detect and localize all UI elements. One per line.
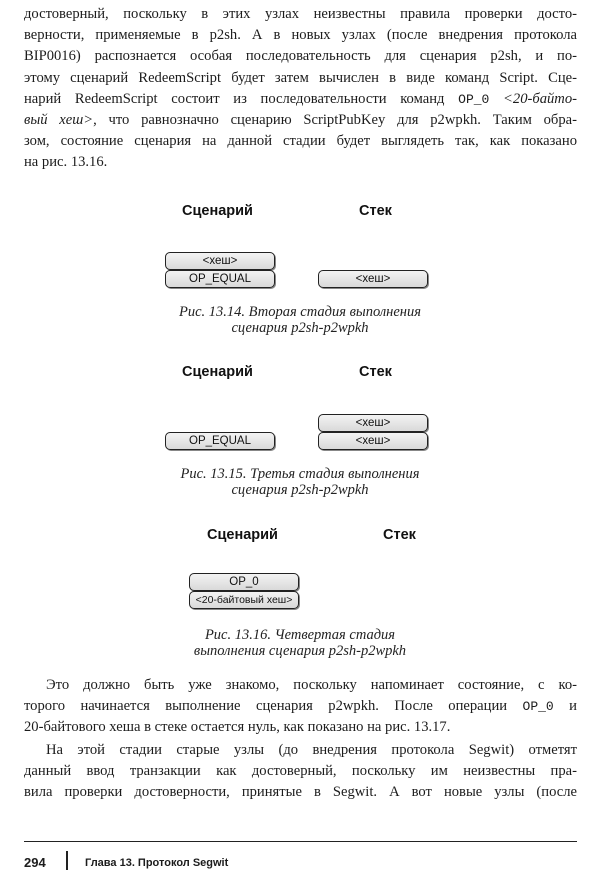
script-item: OP_EQUAL <box>165 432 275 450</box>
stack-header: Стек <box>359 203 392 219</box>
script-item: OP_EQUAL <box>165 270 275 288</box>
text-run: нарий RedeemScript состоит из последоват… <box>24 90 459 107</box>
text-line: 20-байтового хеша в стеке остается нуль,… <box>24 719 451 736</box>
script-item: <20-байтовый хеш> <box>189 591 299 609</box>
stack-header: Стек <box>383 527 416 543</box>
text-line: BIP0016) распознается особая последовате… <box>24 48 577 65</box>
italic-text: <20-байто- <box>489 90 577 107</box>
text-line: торого начинается выполнение сценария p2… <box>24 696 577 717</box>
chapter-title: Глава 13. Протокол Segwit <box>85 857 229 869</box>
figure-caption: Рис. 13.15. Третья стадия выполнения сце… <box>100 466 500 498</box>
script-item: OP_0 <box>189 573 299 591</box>
inline-code: OP_0 <box>458 91 490 107</box>
inline-code: OP_0 <box>522 699 554 715</box>
script-header: Сценарий <box>182 364 253 380</box>
paragraph-intro: достоверный, поскольку в этих узлах неиз… <box>24 4 577 174</box>
caption-line: Рис. 13.14. Вторая стадия выполнения <box>179 304 421 320</box>
caption-line: выполнения сценария p2sh-p2wpkh <box>193 643 407 659</box>
footer-separator <box>66 851 68 870</box>
text-line: На этой стадии старые узлы (до внедрения… <box>46 742 577 758</box>
text-run: , что равнозначно сценарию ScriptPubKey … <box>93 112 577 129</box>
stack-item: <хеш> <box>318 414 428 432</box>
text-run: торого начинается выполнение сценария p2… <box>24 698 523 715</box>
caption-line: Рис. 13.16. Четвертая стадия <box>204 627 396 643</box>
paragraph-old-nodes: На этой стадии старые узлы (до внедрения… <box>24 740 577 804</box>
italic-text: вый хеш> <box>24 112 94 129</box>
text-line: нарий RedeemScript состоит из последоват… <box>24 89 577 110</box>
footer-divider <box>24 841 577 842</box>
caption-line: Рис. 13.15. Третья стадия выполнения <box>180 466 420 482</box>
script-header: Сценарий <box>182 203 253 219</box>
text-line: данный ввод транзакции как достоверный, … <box>24 763 577 780</box>
paragraph-familiar: Это должно быть уже знакомо, поскольку н… <box>24 675 577 739</box>
text-line: верности, применяемые в p2sh. А в новых … <box>24 27 577 44</box>
text-line: достоверный, поскольку в этих узлах неиз… <box>24 6 577 22</box>
text-line: на рис. 13.16. <box>24 154 108 171</box>
text-line: вый хеш>, что равнозначно сценарию Scrip… <box>24 110 577 131</box>
figure-caption: Рис. 13.14. Вторая стадия выполнения сце… <box>100 304 500 336</box>
caption-line: сценария p2sh-p2wpkh <box>231 482 369 498</box>
text-line: зом, состояние сценария на данной стадии… <box>24 133 577 150</box>
script-header: Сценарий <box>207 527 278 543</box>
page-number: 294 <box>24 855 46 870</box>
stack-header: Стек <box>359 364 392 380</box>
script-item: <хеш> <box>165 252 275 270</box>
text-line: вила проверки достоверности, принятые в … <box>24 784 577 801</box>
text-line: Это должно быть уже знакомо, поскольку н… <box>46 677 577 693</box>
text-run: и <box>553 698 577 715</box>
stack-item: <хеш> <box>318 270 428 288</box>
text-line: этому сценарий RedeemScript будет затем … <box>24 69 577 86</box>
stack-item: <хеш> <box>318 432 428 450</box>
figure-caption: Рис. 13.16. Четвертая стадия выполнения … <box>100 627 500 659</box>
caption-line: сценария p2sh-p2wpkh <box>231 320 369 336</box>
